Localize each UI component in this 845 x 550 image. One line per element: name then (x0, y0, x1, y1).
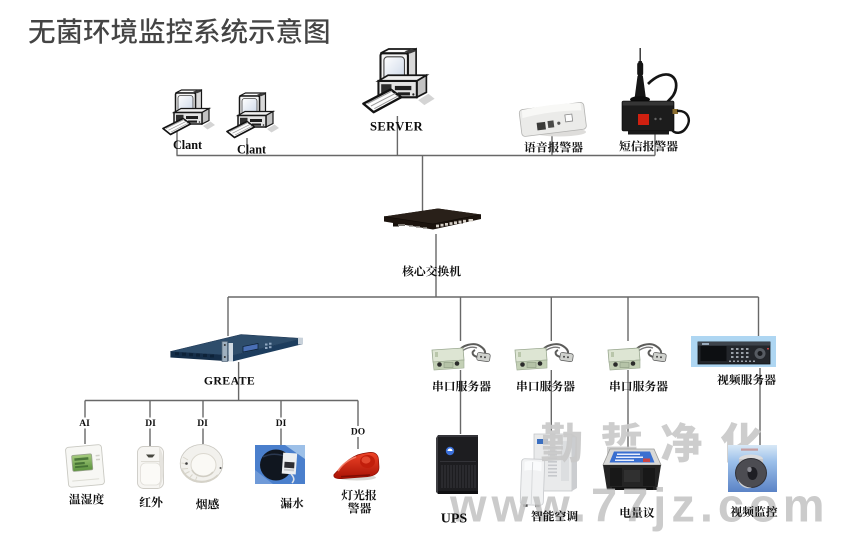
svg-text:AI: AI (79, 419, 90, 429)
svg-text:Clant: Clant (237, 143, 266, 157)
svg-text:GREATE: GREATE (204, 374, 255, 388)
svg-text:Clant: Clant (173, 138, 202, 152)
svg-text:SERVER: SERVER (370, 120, 424, 134)
svg-text:UPS: UPS (441, 512, 468, 527)
svg-text:DI: DI (276, 419, 287, 429)
svg-text:DI: DI (197, 419, 208, 429)
svg-text:DO: DO (351, 428, 365, 438)
svg-text:DI: DI (145, 419, 156, 429)
svg-text:www.77jz.com: www.77jz.com (449, 479, 830, 532)
